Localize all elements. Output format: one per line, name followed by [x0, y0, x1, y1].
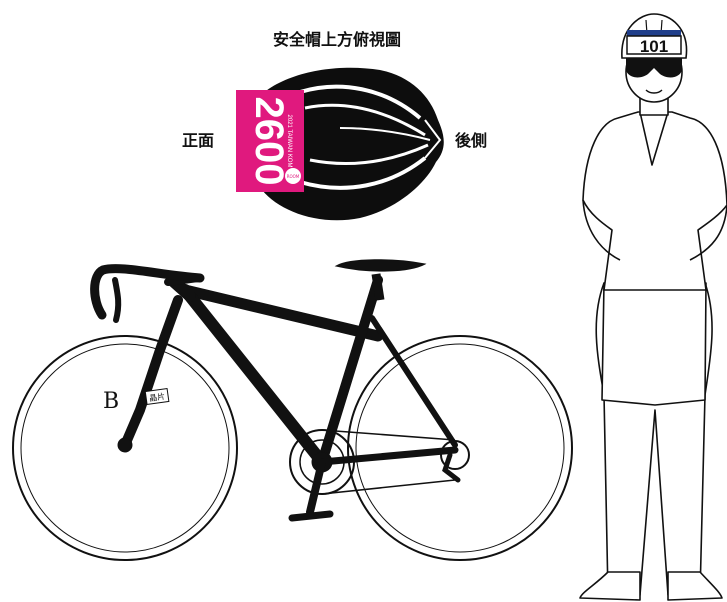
chip-tag: 晶片 — [144, 387, 170, 406]
helmet-bib: 2600 2021 TAIWAN KOM ROOM — [236, 90, 304, 192]
rear-label: 後側 — [455, 131, 487, 150]
rider — [579, 41, 727, 601]
front-hub — [117, 437, 133, 453]
bib-logo-badge — [285, 168, 301, 184]
helmet-bib-small-text: 2021 TAIWAN KOM — [286, 115, 292, 168]
rider-right-shoe — [667, 571, 723, 601]
saddle — [334, 259, 427, 272]
chip-label: 晶片 — [149, 391, 166, 403]
rider-helmet-strip — [627, 30, 681, 38]
front-wheel — [12, 335, 238, 561]
rider-shorts — [601, 282, 707, 406]
bicycle-frame — [120, 274, 459, 468]
rider-helmet-number: 101 — [640, 37, 668, 56]
bib-logo-text: ROOM — [287, 174, 300, 179]
rider-shirt — [582, 111, 727, 291]
rear-cassette — [440, 440, 470, 470]
front-wheel-rim — [20, 343, 230, 553]
handlebar — [90, 264, 205, 320]
helmet-bib-number: 2600 — [247, 97, 291, 186]
rider-left-shoe — [579, 571, 641, 601]
rider-helmet: 101 — [621, 13, 688, 59]
rear-wheel-rim — [355, 343, 565, 553]
pedal — [288, 510, 334, 522]
helmet-top-view: 2600 2021 TAIWAN KOM ROOM — [236, 67, 444, 221]
helmet-top-view-title: 安全帽上方俯視圖 — [273, 30, 401, 49]
front-label: 正面 — [182, 131, 214, 150]
point-b-label: B — [103, 389, 119, 414]
sunglasses-icon — [626, 58, 682, 78]
bicycle — [12, 259, 573, 561]
rear-wheel — [347, 335, 573, 561]
rider-smile — [645, 89, 663, 94]
